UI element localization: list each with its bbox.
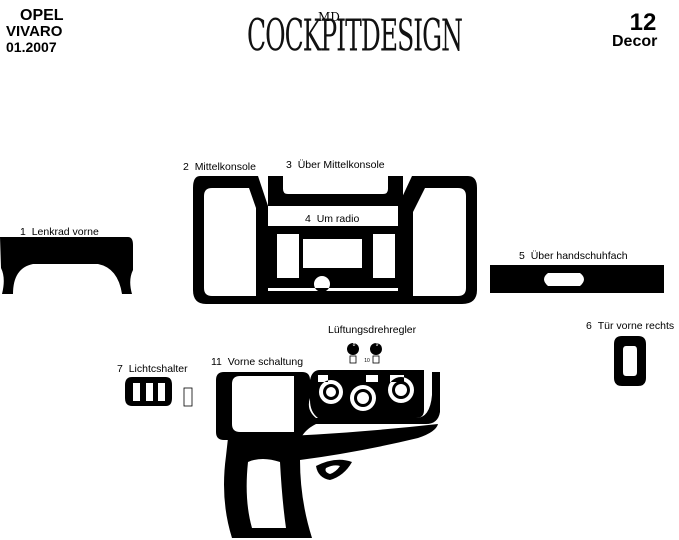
part-11-name: Vorne schaltung — [227, 356, 304, 368]
label-part-4: 4 Um radio — [305, 213, 359, 225]
label-part-1: 1 Lenkrad vorne — [20, 226, 99, 238]
part-4-number: 4 — [305, 213, 311, 225]
knob-9-number: 9 — [376, 342, 379, 348]
vent-knob-8 — [347, 343, 359, 355]
label-part-5: 5 Über handschuhfach — [519, 250, 628, 262]
part-11-front-shifter — [216, 372, 440, 440]
part-5-name: Über handschuhfach — [530, 250, 628, 262]
vehicle-date: 01.2007 — [6, 39, 57, 55]
part-6-door-right — [614, 336, 646, 386]
part-1-number: 1 — [20, 226, 26, 238]
part-5-number: 5 — [519, 250, 525, 262]
cockpitdesign-logo: COCKPITDESIGN — [247, 10, 463, 61]
part-7-number: 7 — [117, 363, 123, 375]
part-2-name: Mittelkonsole — [194, 161, 256, 173]
label-part-2: 2 Mittelkonsole — [183, 161, 256, 173]
part-4-name: Um radio — [316, 213, 360, 225]
label-part-7: 7 Lichtcshalter — [117, 363, 188, 375]
vehicle-model: VIVARO — [6, 23, 63, 40]
part-6-name: Tür vorne rechts — [597, 320, 675, 332]
knob-10-number: 10 — [364, 358, 370, 364]
knob-8-number: 8 — [353, 342, 356, 348]
label-vent-knobs: Lüftungsdrehregler — [328, 324, 417, 336]
part-3-name: Über Mittelkonsole — [297, 159, 385, 171]
part-3-number: 3 — [286, 159, 292, 171]
part-4-radio-surround — [268, 226, 404, 292]
part-11-vent-panel — [310, 370, 424, 418]
piece-count: 12 — [629, 9, 657, 36]
logo-mark: MD — [318, 10, 340, 24]
part-7-light-switch — [125, 377, 172, 406]
part-12-name: Um schaltung — [306, 437, 371, 449]
label-part-12: 12 Um schaltung — [289, 437, 371, 449]
label-part-6: 6 Tür vorne rechts — [586, 320, 674, 332]
part-12-number: 12 — [289, 437, 301, 449]
label-part-3: 3 Über Mittelkonsole — [286, 159, 385, 171]
label-part-11: 11 Vorne schaltung — [211, 356, 303, 368]
part-1-steering-wheel-trim — [0, 237, 133, 294]
part-7-name: Lichtcshalter — [128, 363, 188, 375]
vent-knob-9 — [370, 343, 382, 355]
light-switch-piece — [183, 387, 193, 407]
part-12-shifter-surround — [224, 424, 438, 538]
part-11-number: 11 — [211, 356, 222, 368]
piece-label: Decor — [612, 33, 658, 50]
part-2-center-console — [193, 176, 477, 304]
part-3-upper-console — [268, 176, 403, 206]
part-6-number: 6 — [586, 320, 592, 332]
part-5-glovebox-top — [490, 265, 664, 293]
part-12-insert — [316, 459, 352, 480]
vehicle-brand: OPEL — [20, 7, 64, 24]
part-2-number: 2 — [183, 161, 189, 173]
part-1-name: Lenkrad vorne — [31, 226, 99, 238]
